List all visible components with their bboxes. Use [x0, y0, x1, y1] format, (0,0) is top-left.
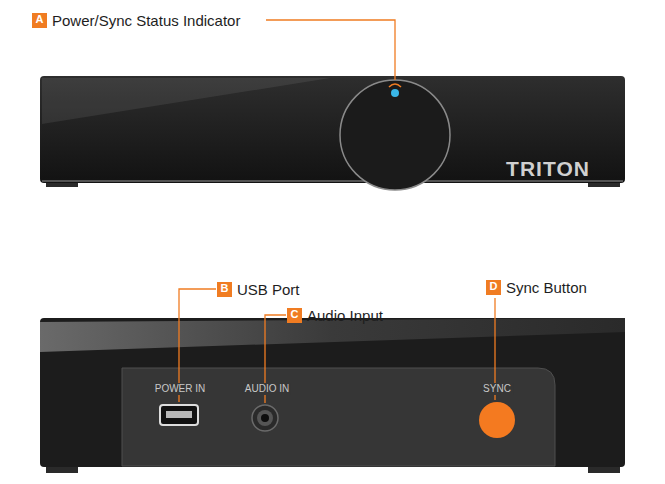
front-dial: [340, 80, 450, 190]
leader-line: [266, 20, 395, 80]
callout-letter: C: [287, 308, 302, 323]
callout-letter: A: [32, 13, 47, 28]
usb-port: [160, 405, 198, 425]
callout-letter: B: [217, 282, 232, 297]
brand-logo: TRITON: [506, 157, 590, 181]
device-back: [40, 318, 625, 467]
part-name: USB Port: [237, 281, 300, 298]
audio-jack: [261, 414, 269, 422]
part-name: Sync Button: [506, 279, 587, 296]
part-name: Audio Input: [307, 307, 383, 324]
port-label: POWER IN: [153, 383, 208, 395]
callout: B USB Port: [217, 281, 300, 298]
callout: C Audio Input: [287, 307, 383, 324]
port-label: SYNC: [481, 383, 513, 395]
indicator-icon: [389, 84, 401, 87]
usb-port: [166, 411, 192, 418]
status-led: [391, 89, 399, 97]
callout: D Sync Button: [486, 279, 587, 296]
audio-jack: [257, 410, 273, 426]
back-panel: [122, 368, 555, 466]
device-front: [40, 76, 625, 183]
audio-jack: [252, 405, 278, 431]
gloss-highlight: [42, 78, 330, 124]
sync-button: [479, 402, 515, 438]
callout: A Power/Sync Status Indicator: [32, 12, 240, 29]
port-label: AUDIO IN: [243, 383, 291, 395]
callout-letter: D: [486, 280, 501, 295]
part-name: Power/Sync Status Indicator: [52, 12, 240, 29]
bottom-edge: [42, 180, 623, 182]
